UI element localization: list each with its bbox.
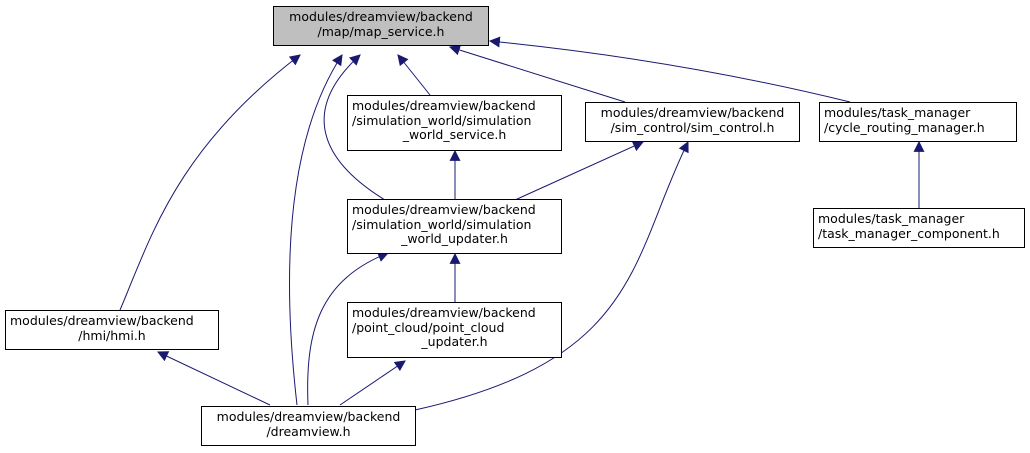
node-hmi-line-1: modules/dreamview/backend: [10, 313, 194, 328]
node-hmi[interactable]: modules/dreamview/backend /hmi/hmi.h: [5, 310, 219, 350]
node-sim-control-line-2: /sim_control/sim_control.h: [610, 119, 775, 135]
node-task-manager-component-line-2: /task_manager_component.h: [818, 225, 1000, 241]
edge-sim-control-to-map-service: [448, 44, 626, 103]
edge-dreamview-to-sim-world-updater: [307, 251, 390, 406]
node-sim-control-line-1: modules/dreamview/backend: [600, 105, 785, 120]
edge-hmi-to-map-service: [119, 54, 301, 311]
node-simulation-world-service-line-2: /simulation_world/simulation: [352, 112, 532, 128]
node-hmi-line-2: /hmi/hmi.h: [78, 327, 146, 343]
node-point-cloud-updater-line-3: _updater.h: [421, 334, 488, 349]
node-simulation-world-service[interactable]: modules/dreamview/backend /simulation_wo…: [347, 95, 562, 151]
edge-dreamview-to-sim-control: [414, 141, 689, 411]
node-sim-control[interactable]: modules/dreamview/backend /sim_control/s…: [585, 102, 800, 142]
node-simulation-world-updater-line-3: _world_updater.h: [401, 231, 508, 246]
node-task-manager-component-line-1: modules/task_manager: [818, 211, 965, 226]
edge-cycle-routing-to-map-service: [488, 36, 851, 103]
node-point-cloud-updater-line-1: modules/dreamview/backend: [352, 305, 536, 320]
node-point-cloud-updater-line-2: /point_cloud/point_cloud: [352, 319, 505, 335]
node-simulation-world-service-line-1: modules/dreamview/backend: [352, 98, 536, 113]
node-dreamview-line-2: /dreamview.h: [266, 423, 351, 439]
edge-sim-world-service-to-map-service: [397, 54, 431, 96]
node-dreamview-line-1: modules/dreamview/backend: [216, 409, 401, 424]
edge-sim-world-updater-to-map-service: [323, 54, 386, 201]
node-cycle-routing-manager[interactable]: modules/task_manager /cycle_routing_mana…: [819, 102, 1017, 142]
node-dreamview[interactable]: modules/dreamview/backend /dreamview.h: [201, 406, 416, 446]
edge-dreamview-to-map-service: [289, 54, 343, 406]
node-simulation-world-updater-line-1: modules/dreamview/backend: [352, 202, 536, 217]
edge-dreamview-to-point-cloud: [339, 360, 406, 406]
node-simulation-world-service-line-3: _world_service.h: [402, 127, 507, 142]
node-cycle-routing-manager-line-2: /cycle_routing_manager.h: [824, 119, 985, 135]
node-cycle-routing-manager-line-1: modules/task_manager: [824, 105, 971, 120]
edge-sim-world-updater-to-sim-control: [514, 141, 645, 201]
node-task-manager-component[interactable]: modules/task_manager /task_manager_compo…: [813, 208, 1025, 248]
node-simulation-world-updater[interactable]: modules/dreamview/backend /simulation_wo…: [347, 199, 562, 254]
node-simulation-world-updater-line-2: /simulation_world/simulation: [352, 216, 532, 232]
node-map-service-line-1: modules/dreamview/backend: [289, 9, 473, 24]
node-map-service[interactable]: modules/dreamview/backend /map/map_servi…: [273, 6, 489, 46]
node-map-service-line-2: /map/map_service.h: [317, 23, 445, 39]
edge-dreamview-to-hmi: [157, 351, 271, 406]
node-point-cloud-updater[interactable]: modules/dreamview/backend /point_cloud/p…: [347, 302, 562, 358]
